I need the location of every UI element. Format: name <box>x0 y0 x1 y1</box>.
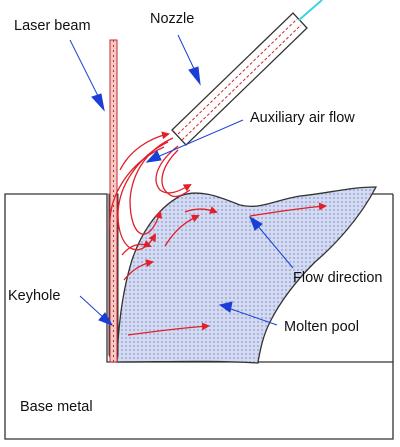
label-molten-pool: Molten pool <box>284 319 359 335</box>
label-laser-beam: Laser beam <box>14 18 91 34</box>
nozzle-gas-inlet <box>298 0 323 21</box>
pointer-molten-pool <box>227 307 278 326</box>
pointer-auxiliary-air-flow <box>154 119 244 159</box>
pointer-laser-beam <box>69 39 101 101</box>
pointer-keyhole <box>79 295 105 319</box>
label-pointers <box>69 34 294 326</box>
label-flow-direction: Flow direction <box>293 270 382 286</box>
nozzle <box>171 0 323 146</box>
label-keyhole: Keyhole <box>8 288 60 304</box>
auxiliary-air-flow-streamlines <box>109 131 192 251</box>
pool-flow-arrows <box>121 202 327 336</box>
label-auxiliary-air-flow: Auxiliary air flow <box>250 110 355 126</box>
pointer-flow-direction <box>256 224 294 269</box>
label-base-metal: Base metal <box>20 399 93 415</box>
label-nozzle: Nozzle <box>150 11 194 27</box>
pointer-nozzle <box>177 34 197 74</box>
